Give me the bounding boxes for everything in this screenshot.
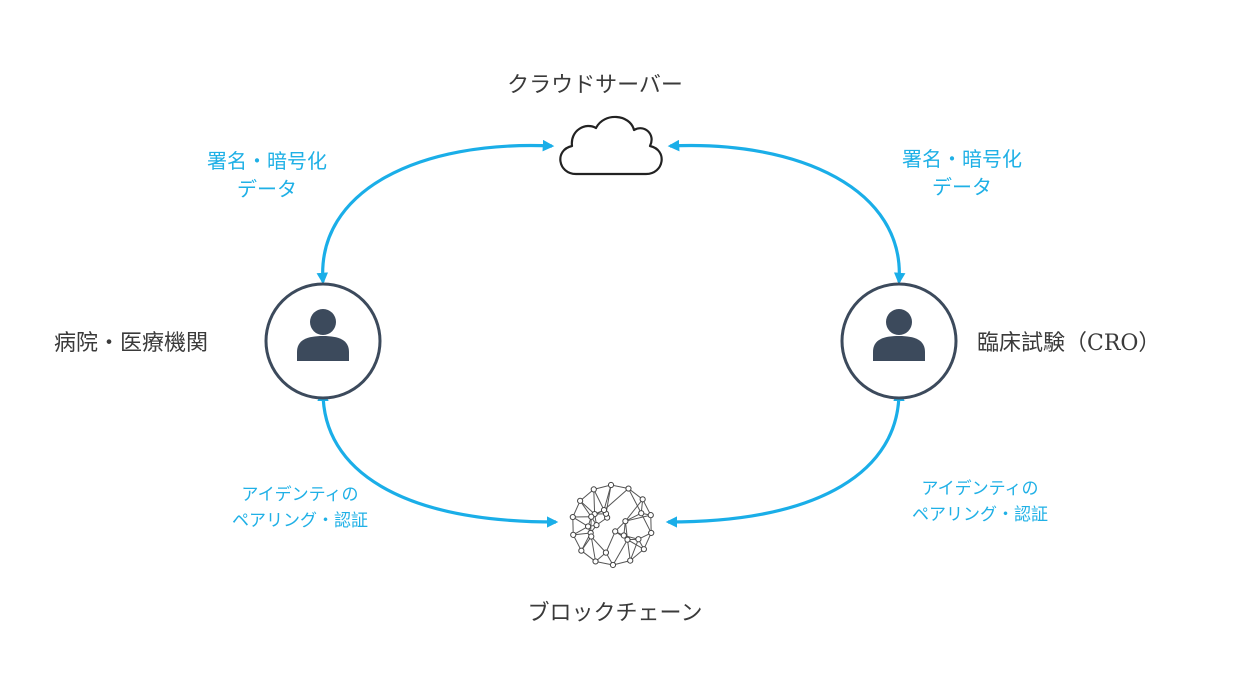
cro-node: 臨床試験（CRO） xyxy=(840,282,1160,400)
globe-link xyxy=(579,500,592,518)
edge-label-hospital-blockchain: アイデンティの ペアリング・認証 xyxy=(232,484,368,531)
globe-node xyxy=(577,497,584,504)
globe-node xyxy=(578,547,585,554)
globe-node xyxy=(590,486,597,493)
globe-node xyxy=(602,549,610,556)
globe-link xyxy=(624,498,644,522)
globe-node xyxy=(648,529,655,537)
edge-label-line1: 署名・暗号化 xyxy=(207,149,327,173)
edge-label-line2: ペアリング・認証 xyxy=(912,505,1048,525)
edge-label-hospital-cloud: 署名・暗号化 データ xyxy=(207,149,327,201)
edge-label-line2: データ xyxy=(237,177,297,201)
globe-node xyxy=(635,536,642,543)
edge-label-cro-blockchain: アイデンティの ペアリング・認証 xyxy=(912,478,1048,525)
globe-node xyxy=(593,522,600,529)
cloud-server-node: クラウドサーバー xyxy=(507,73,683,176)
globe-link xyxy=(626,539,631,561)
globe-node xyxy=(570,531,577,538)
cloud-icon xyxy=(559,115,663,176)
globe-link xyxy=(628,488,642,514)
globe-node xyxy=(588,513,595,520)
globe-node xyxy=(639,496,646,503)
globe-link xyxy=(605,531,616,553)
globe-link xyxy=(625,514,651,522)
globe-node xyxy=(624,536,631,543)
arrow-hospital-blockchain xyxy=(317,389,559,528)
globe-node xyxy=(592,558,599,565)
globe-link xyxy=(603,488,629,511)
globe-link xyxy=(624,521,628,540)
hospital-node: 病院・医療機関 xyxy=(54,282,382,400)
hospital-label: 病院・医療機関 xyxy=(54,331,208,356)
edge-label-line2: データ xyxy=(932,175,992,199)
globe-node xyxy=(620,532,627,539)
arrow-cro-blockchain xyxy=(665,389,905,528)
arrow-cro-cloud xyxy=(667,139,906,285)
globe-link xyxy=(612,539,628,566)
globe-node xyxy=(647,512,654,519)
edge-label-line2: ペアリング・認証 xyxy=(232,511,368,531)
network-globe-icon xyxy=(569,481,655,569)
edge-label-line1: アイデンティの xyxy=(241,484,358,505)
globe-node xyxy=(569,513,576,521)
globe-link xyxy=(590,536,607,553)
globe-node xyxy=(584,523,592,530)
globe-node xyxy=(600,506,608,514)
globe-link xyxy=(593,489,605,511)
globe-node xyxy=(609,561,617,569)
globe-node xyxy=(627,557,634,564)
arrow-hospital-cloud xyxy=(316,139,555,285)
globe-node xyxy=(607,481,615,489)
cloud-server-label: クラウドサーバー xyxy=(507,73,683,98)
edge-label-line1: アイデンティの xyxy=(921,478,1038,499)
globe-node xyxy=(588,533,595,540)
edge-label-cro-cloud: 署名・暗号化 データ xyxy=(902,147,1022,199)
globe-node xyxy=(640,546,647,553)
person-icon xyxy=(297,309,349,361)
blockchain-label: ブロックチェーン xyxy=(528,601,703,626)
globe-link xyxy=(627,539,645,550)
globe-link xyxy=(593,489,596,515)
person-icon xyxy=(873,309,925,361)
globe-node xyxy=(638,510,645,517)
globe-link xyxy=(629,539,639,561)
cro-label: 臨床試験（CRO） xyxy=(977,331,1160,356)
globe-link xyxy=(590,536,597,562)
globe-link xyxy=(579,500,595,515)
globe-node xyxy=(612,528,619,535)
globe-node xyxy=(622,518,629,525)
blockchain-node: ブロックチェーン xyxy=(528,481,703,626)
globe-node xyxy=(625,485,632,492)
edge-label-line1: 署名・暗号化 xyxy=(902,147,1022,171)
